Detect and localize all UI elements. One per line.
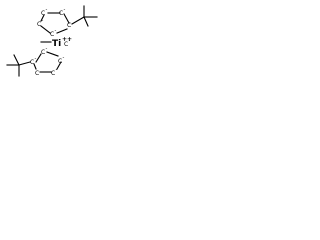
ring-atom-charge: -: [46, 7, 48, 13]
upper-ring-bond: [40, 14, 45, 22]
ring-atom-label: C: [51, 70, 55, 77]
tert-butyl-methyl-bond: [13, 54, 20, 66]
upper-tert-butyl-group: [71, 5, 98, 27]
tert-butyl-attach-bond: [71, 16, 85, 25]
ring-atom-charge: -: [46, 46, 48, 52]
lower-ring-bond: [46, 51, 59, 57]
lower-ring-bond: [56, 61, 62, 70]
metal-atom-label: Ti: [52, 39, 61, 49]
ring-atom-charge: -: [64, 7, 66, 13]
ring-atom-charge: -: [63, 55, 65, 61]
ring-atom-label: C: [64, 41, 68, 48]
tert-butyl-methyl-bond: [83, 16, 89, 27]
upper-ring-bond: [56, 28, 68, 34]
lower-tert-butyl-group: [6, 54, 31, 77]
ring-atom-label: C: [59, 10, 63, 17]
ring-atom-charge: -: [56, 67, 58, 73]
lower-cyclopentadienyl-ring: C - C - C - C - C: [30, 46, 65, 77]
ring-atom-charge: -: [35, 56, 37, 62]
ring-atom-label: C: [30, 59, 34, 66]
metal-atom-charge: ++: [62, 36, 72, 43]
upper-ring-bond: [40, 25, 51, 34]
structural-formula: C - C - C C - C - Ti ++ C - C - C -: [6, 5, 98, 77]
lower-ring-bond: [35, 53, 42, 63]
ring-atom-charge: -: [69, 38, 71, 44]
ring-atom-label: C: [50, 31, 54, 38]
ring-atom-label: C: [37, 21, 41, 28]
ring-atom-label: C: [41, 10, 45, 17]
upper-cyclopentadienyl-ring: C - C - C C - C -: [37, 7, 71, 38]
ring-atom-charge: -: [42, 18, 44, 24]
tert-butyl-attach-bond: [18, 61, 31, 66]
lower-ring-bond: [33, 63, 37, 70]
titanium-center: Ti ++ C -: [40, 36, 72, 49]
ring-atom-label: C: [35, 70, 39, 77]
ring-atom-charge: -: [55, 28, 57, 34]
ring-atom-label: C: [58, 58, 62, 65]
ring-atom-label: C: [67, 22, 71, 29]
ring-atom-label: C: [41, 49, 45, 56]
upper-ring-bond: [63, 13, 70, 24]
